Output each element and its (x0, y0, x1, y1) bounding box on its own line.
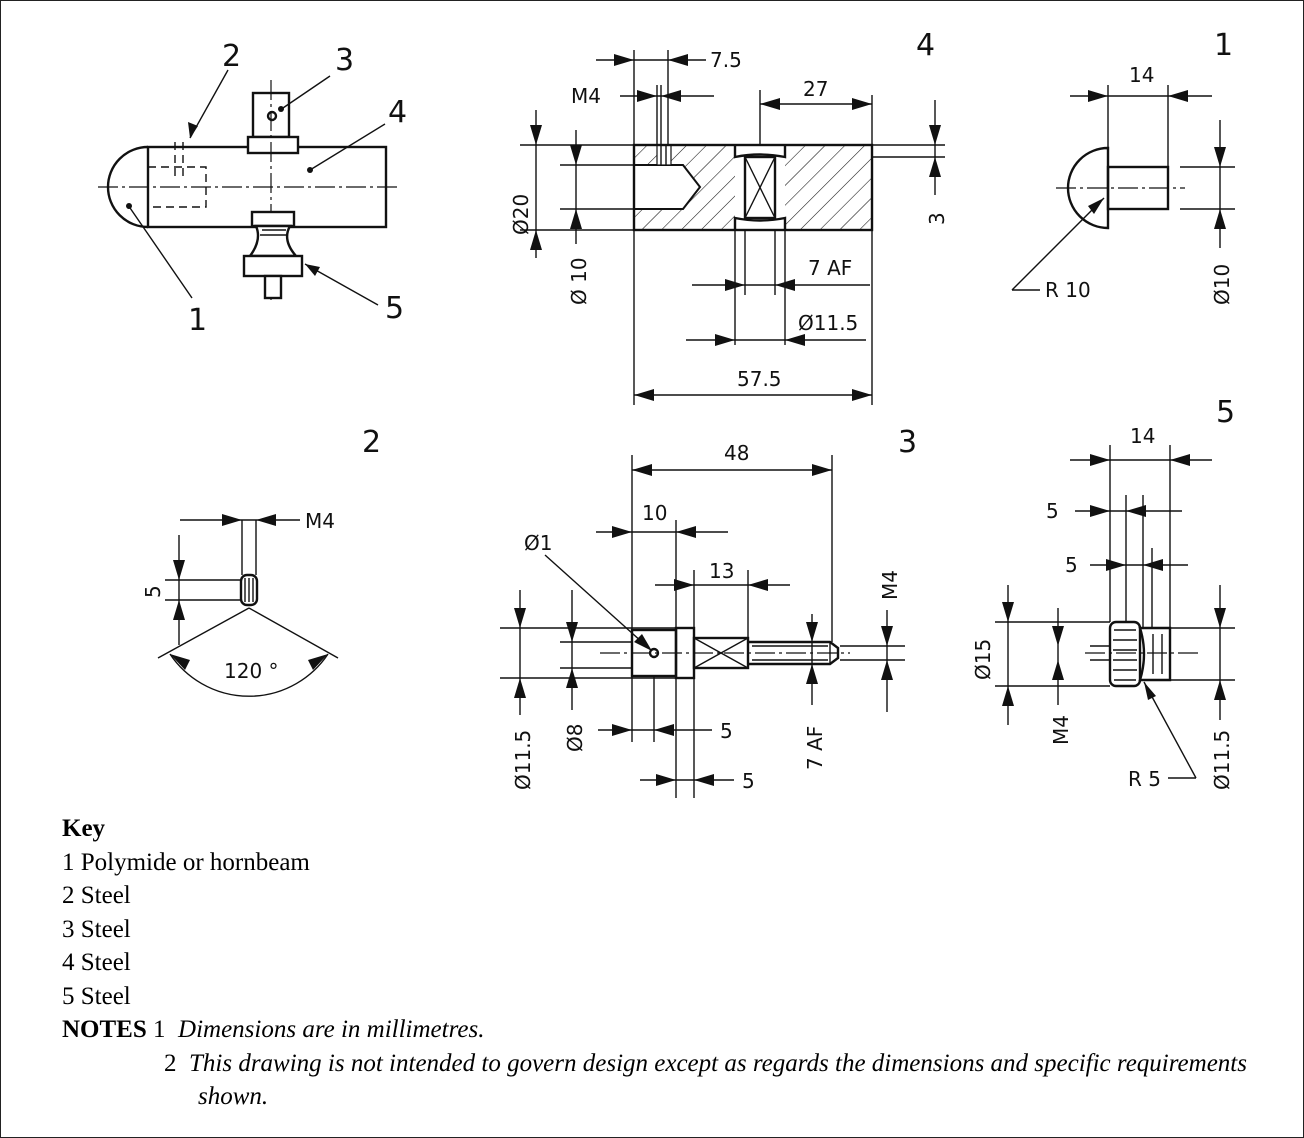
callout-2: 2 (222, 39, 241, 74)
dim-57-5: 57.5 (737, 367, 782, 391)
part3-view: 3 48 10 Ø1 (500, 425, 917, 798)
dim-dia10-part1: Ø10 (1210, 264, 1234, 305)
note-2: 2 This drawing is not intended to govern… (62, 1047, 1278, 1114)
dim-120: 120 ° (224, 659, 279, 683)
dim-dia11-5-part5: Ø11.5 (1210, 730, 1234, 790)
dim-14-part5: 14 (1130, 424, 1155, 448)
note-1: NOTES 1 Dimensions are in millimetres. (62, 1013, 1262, 1047)
technical-drawing: 2 3 4 1 5 4 (98, 28, 1235, 798)
dim-13: 13 (709, 559, 734, 583)
note-2-number: 2 (164, 1049, 177, 1077)
dim-dia20: Ø20 (509, 194, 533, 235)
view-label-4: 4 (916, 28, 935, 63)
dim-m4: M4 (571, 84, 601, 108)
key-item-2: 2 Steel (62, 882, 131, 909)
callout-4: 4 (388, 95, 407, 130)
dim-7-5: 7.5 (710, 48, 742, 72)
dim-3: 3 (925, 212, 949, 225)
part2-view: 2 M4 5 120 ° (141, 425, 381, 697)
key-section: Key 1 Polymide or hornbeam 2 Steel 3 Ste… (62, 812, 1262, 1114)
key-item-1: 1 Polymide or hornbeam (62, 848, 310, 876)
dim-dia11-5-part3: Ø11.5 (511, 730, 535, 790)
dim-5-b-part5: 5 (1065, 553, 1078, 577)
dim-m4-part5: M4 (1049, 715, 1073, 745)
dim-10: 10 (642, 501, 667, 525)
dim-dia11-5: Ø11.5 (798, 311, 858, 335)
dim-48: 48 (724, 441, 749, 465)
notes-label: NOTES (62, 1016, 147, 1043)
assembly-view: 2 3 4 1 5 (98, 39, 407, 338)
dim-r5: R 5 (1128, 767, 1161, 791)
dim-m4-part3: M4 (878, 570, 902, 600)
key-item-5: 5 Steel (62, 982, 131, 1010)
dim-5-a-part5: 5 (1046, 499, 1059, 523)
dim-5-a-part3: 5 (720, 719, 733, 743)
view-label-2: 2 (362, 425, 381, 460)
view-label-5: 5 (1216, 395, 1235, 430)
dim-7af: 7 AF (808, 256, 852, 280)
key-item-4: 4 Steel (62, 949, 131, 976)
dim-14: 14 (1129, 63, 1154, 87)
callout-5: 5 (385, 291, 404, 326)
view-label-3: 3 (898, 425, 917, 460)
note-1-text: Dimensions are in millimetres. (178, 1016, 485, 1043)
dim-7af-part3: 7 AF (803, 726, 827, 770)
dim-dia8: Ø8 (563, 724, 587, 752)
key-item-3: 3 Steel (62, 915, 131, 943)
dim-dia15: Ø15 (971, 639, 995, 680)
view-label-1: 1 (1214, 28, 1233, 63)
dim-5-part2: 5 (141, 585, 165, 598)
part1-view: 1 14 Ø10 R 10 (1011, 28, 1235, 305)
dim-5-b-part3: 5 (742, 769, 755, 793)
callout-1: 1 (188, 303, 207, 338)
part5-view: 5 14 5 5 (971, 395, 1235, 791)
dim-m4-part2: M4 (305, 509, 335, 533)
dim-27: 27 (803, 77, 828, 101)
note-2-text: This drawing is not intended to govern d… (189, 1049, 1247, 1111)
part4-section-view: 4 7.5 (509, 28, 949, 405)
dim-dia1: Ø1 (524, 531, 552, 555)
callout-3: 3 (335, 43, 354, 78)
key-title: Key (62, 815, 106, 842)
dim-dia10: Ø 10 (567, 257, 591, 305)
note-1-number: 1 (153, 1016, 166, 1043)
dim-r10: R 10 (1045, 278, 1091, 302)
assembly-part5 (250, 210, 296, 228)
